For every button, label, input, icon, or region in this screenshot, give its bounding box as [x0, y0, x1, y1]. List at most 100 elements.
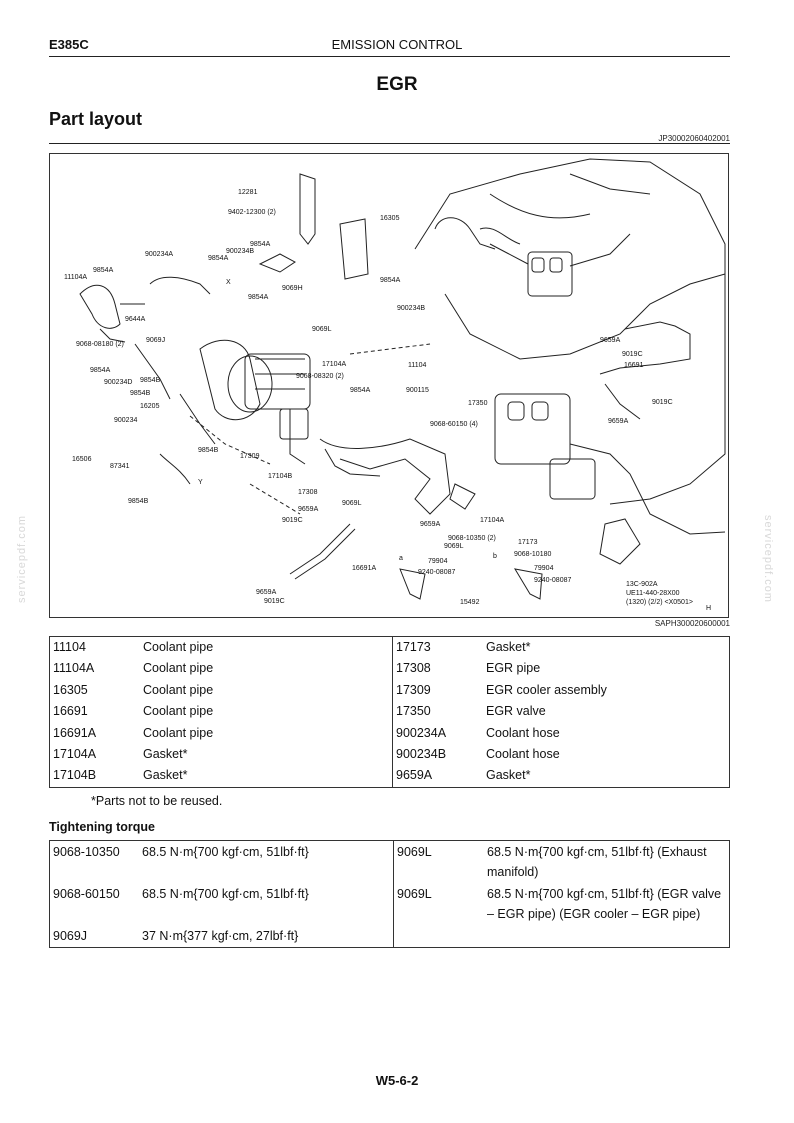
diagram-callout: 87341 [110, 463, 130, 470]
part-name: Gasket* [140, 743, 393, 766]
part-name: Coolant pipe [140, 701, 393, 723]
torque-value: 68.5 N·m{700 kgf·cm, 51lbf·ft} (Exhaust … [487, 845, 707, 879]
diagram-callout: 9659A [608, 418, 629, 425]
diagram-callout: 9854B [130, 390, 151, 397]
diagram-callout: 9240-08087 [534, 577, 571, 584]
diagram-callout: 17173 [518, 539, 538, 546]
diagram-callout: 79904 [534, 565, 554, 572]
reuse-note: *Parts not to be reused. [91, 794, 223, 808]
figure-code-top: JP30002060402001 [658, 134, 730, 143]
torque-title: Tightening torque [49, 820, 156, 834]
part-number: 11104 [53, 640, 86, 654]
part-name: Coolant hose [486, 725, 560, 740]
diagram-callout: 9659A [420, 521, 441, 528]
header-divider [49, 56, 730, 57]
diagram-callout: a [399, 555, 403, 562]
torque-value [484, 925, 730, 948]
table-row: 9069J 37 N·m{377 kgf·cm, 27lbf·ft} [50, 925, 730, 948]
page-title: EGR [376, 74, 418, 95]
diagram-callout: 9069L [312, 326, 332, 333]
diagram-callout: 900234D [104, 379, 132, 386]
diagram-callout: 16691A [352, 565, 376, 572]
diagram-callout: 16691 [624, 362, 644, 369]
diagram-callout: 9069H [282, 285, 303, 292]
diagram-callout: 9068-08320 (2) [296, 373, 344, 380]
diagram-callout: 9068-10350 (2) [448, 535, 496, 542]
diagram-callout: 9402-12300 (2) [228, 209, 276, 216]
part-name: Coolant pipe [140, 722, 393, 744]
part-number: 16691 [53, 704, 88, 719]
diagram-callout: 9240-08087 [418, 569, 455, 576]
diagram-callout: 9854A [93, 267, 114, 274]
diagram-callout: 9854A [380, 277, 401, 284]
diagram-callout: 9854B [198, 447, 219, 454]
part-name: Gasket* [140, 765, 393, 788]
bolt-number: 9069J [53, 929, 88, 943]
diagram-callout: 9019C [264, 598, 285, 605]
diagram-callout: 79904 [428, 558, 448, 565]
figure-code-bottom: SAPH300020600001 [654, 619, 730, 628]
diagram-callout: 900234A [145, 251, 173, 258]
diagram-callout: UE11-440-28X00 [626, 590, 680, 597]
diagram-callout: 13C-902A [626, 581, 658, 588]
part-number: 17104B [53, 768, 97, 783]
torque-value: 68.5 N·m{700 kgf·cm, 51lbf·ft} [139, 840, 394, 883]
part-number: 17173 [396, 640, 431, 654]
watermark-right: servicepdf.com [762, 515, 774, 603]
diagram-callout: 17104B [268, 473, 292, 480]
part-number: 16691A [53, 725, 97, 740]
diagram-callout: 9854A [250, 241, 271, 248]
diagram-callout: 9069L [342, 500, 362, 507]
diagram-callout: 9644A [125, 316, 146, 323]
part-number: 11104A [53, 661, 95, 676]
diagram-callout: 15492 [460, 599, 480, 606]
part-name: Gasket* [486, 640, 531, 654]
diagram-callout: b [493, 553, 497, 560]
diagram-callout: 9659A [600, 337, 621, 344]
torque-value: 68.5 N·m{700 kgf·cm, 51lbf·ft} (EGR valv… [487, 887, 722, 921]
diagram-callout: 9854A [350, 387, 371, 394]
diagram-callout: 11104 [408, 362, 427, 369]
torque-value: 68.5 N·m{700 kgf·cm, 51lbf·ft} [139, 883, 394, 925]
diagram-callout: 9854A [248, 294, 269, 301]
part-number: 900234A [396, 725, 447, 740]
diagram-callout: 9854A [208, 255, 229, 262]
part-number: 16305 [53, 682, 88, 697]
diagram-callout: 900234B [397, 305, 425, 312]
diagram-callout: Y [198, 479, 203, 486]
part-name: EGR pipe [486, 661, 541, 676]
torque-value: 37 N·m{377 kgf·cm, 27lbf·ft} [139, 925, 394, 948]
diagram-callout: 11104A [64, 274, 87, 281]
diagram-callout: 900234 [114, 417, 137, 424]
diagram-callout: 17104A [480, 517, 504, 524]
part-name: Coolant pipe [140, 658, 393, 680]
part-name: Coolant pipe [140, 636, 393, 659]
diagram-callout: (1320) (2/2) <X0501> [626, 599, 693, 606]
diagram-callout: 16305 [380, 215, 400, 222]
header-section: EMISSION CONTROL [331, 37, 463, 52]
part-name: EGR valve [486, 704, 546, 719]
diagram-callout: 9068-60150 (4) [430, 421, 478, 428]
diagram-callout: 9019C [282, 517, 303, 524]
diagram-callout: 16205 [140, 403, 160, 410]
bolt-number: 9069L [397, 845, 432, 859]
section-divider [49, 143, 730, 144]
bolt-number: 9069L [397, 887, 432, 901]
diagram-callout: 9659A [256, 589, 277, 596]
watermark-left: servicepdf.com [16, 515, 28, 603]
diagram-callout: 900115 [406, 387, 429, 394]
diagram-callout: 900234B [226, 248, 254, 255]
diagram-callout: 17308 [298, 489, 318, 496]
part-name: EGR cooler assembly [486, 682, 607, 697]
diagram-callout: 9659A [298, 506, 319, 513]
part-number: 17350 [396, 704, 431, 719]
